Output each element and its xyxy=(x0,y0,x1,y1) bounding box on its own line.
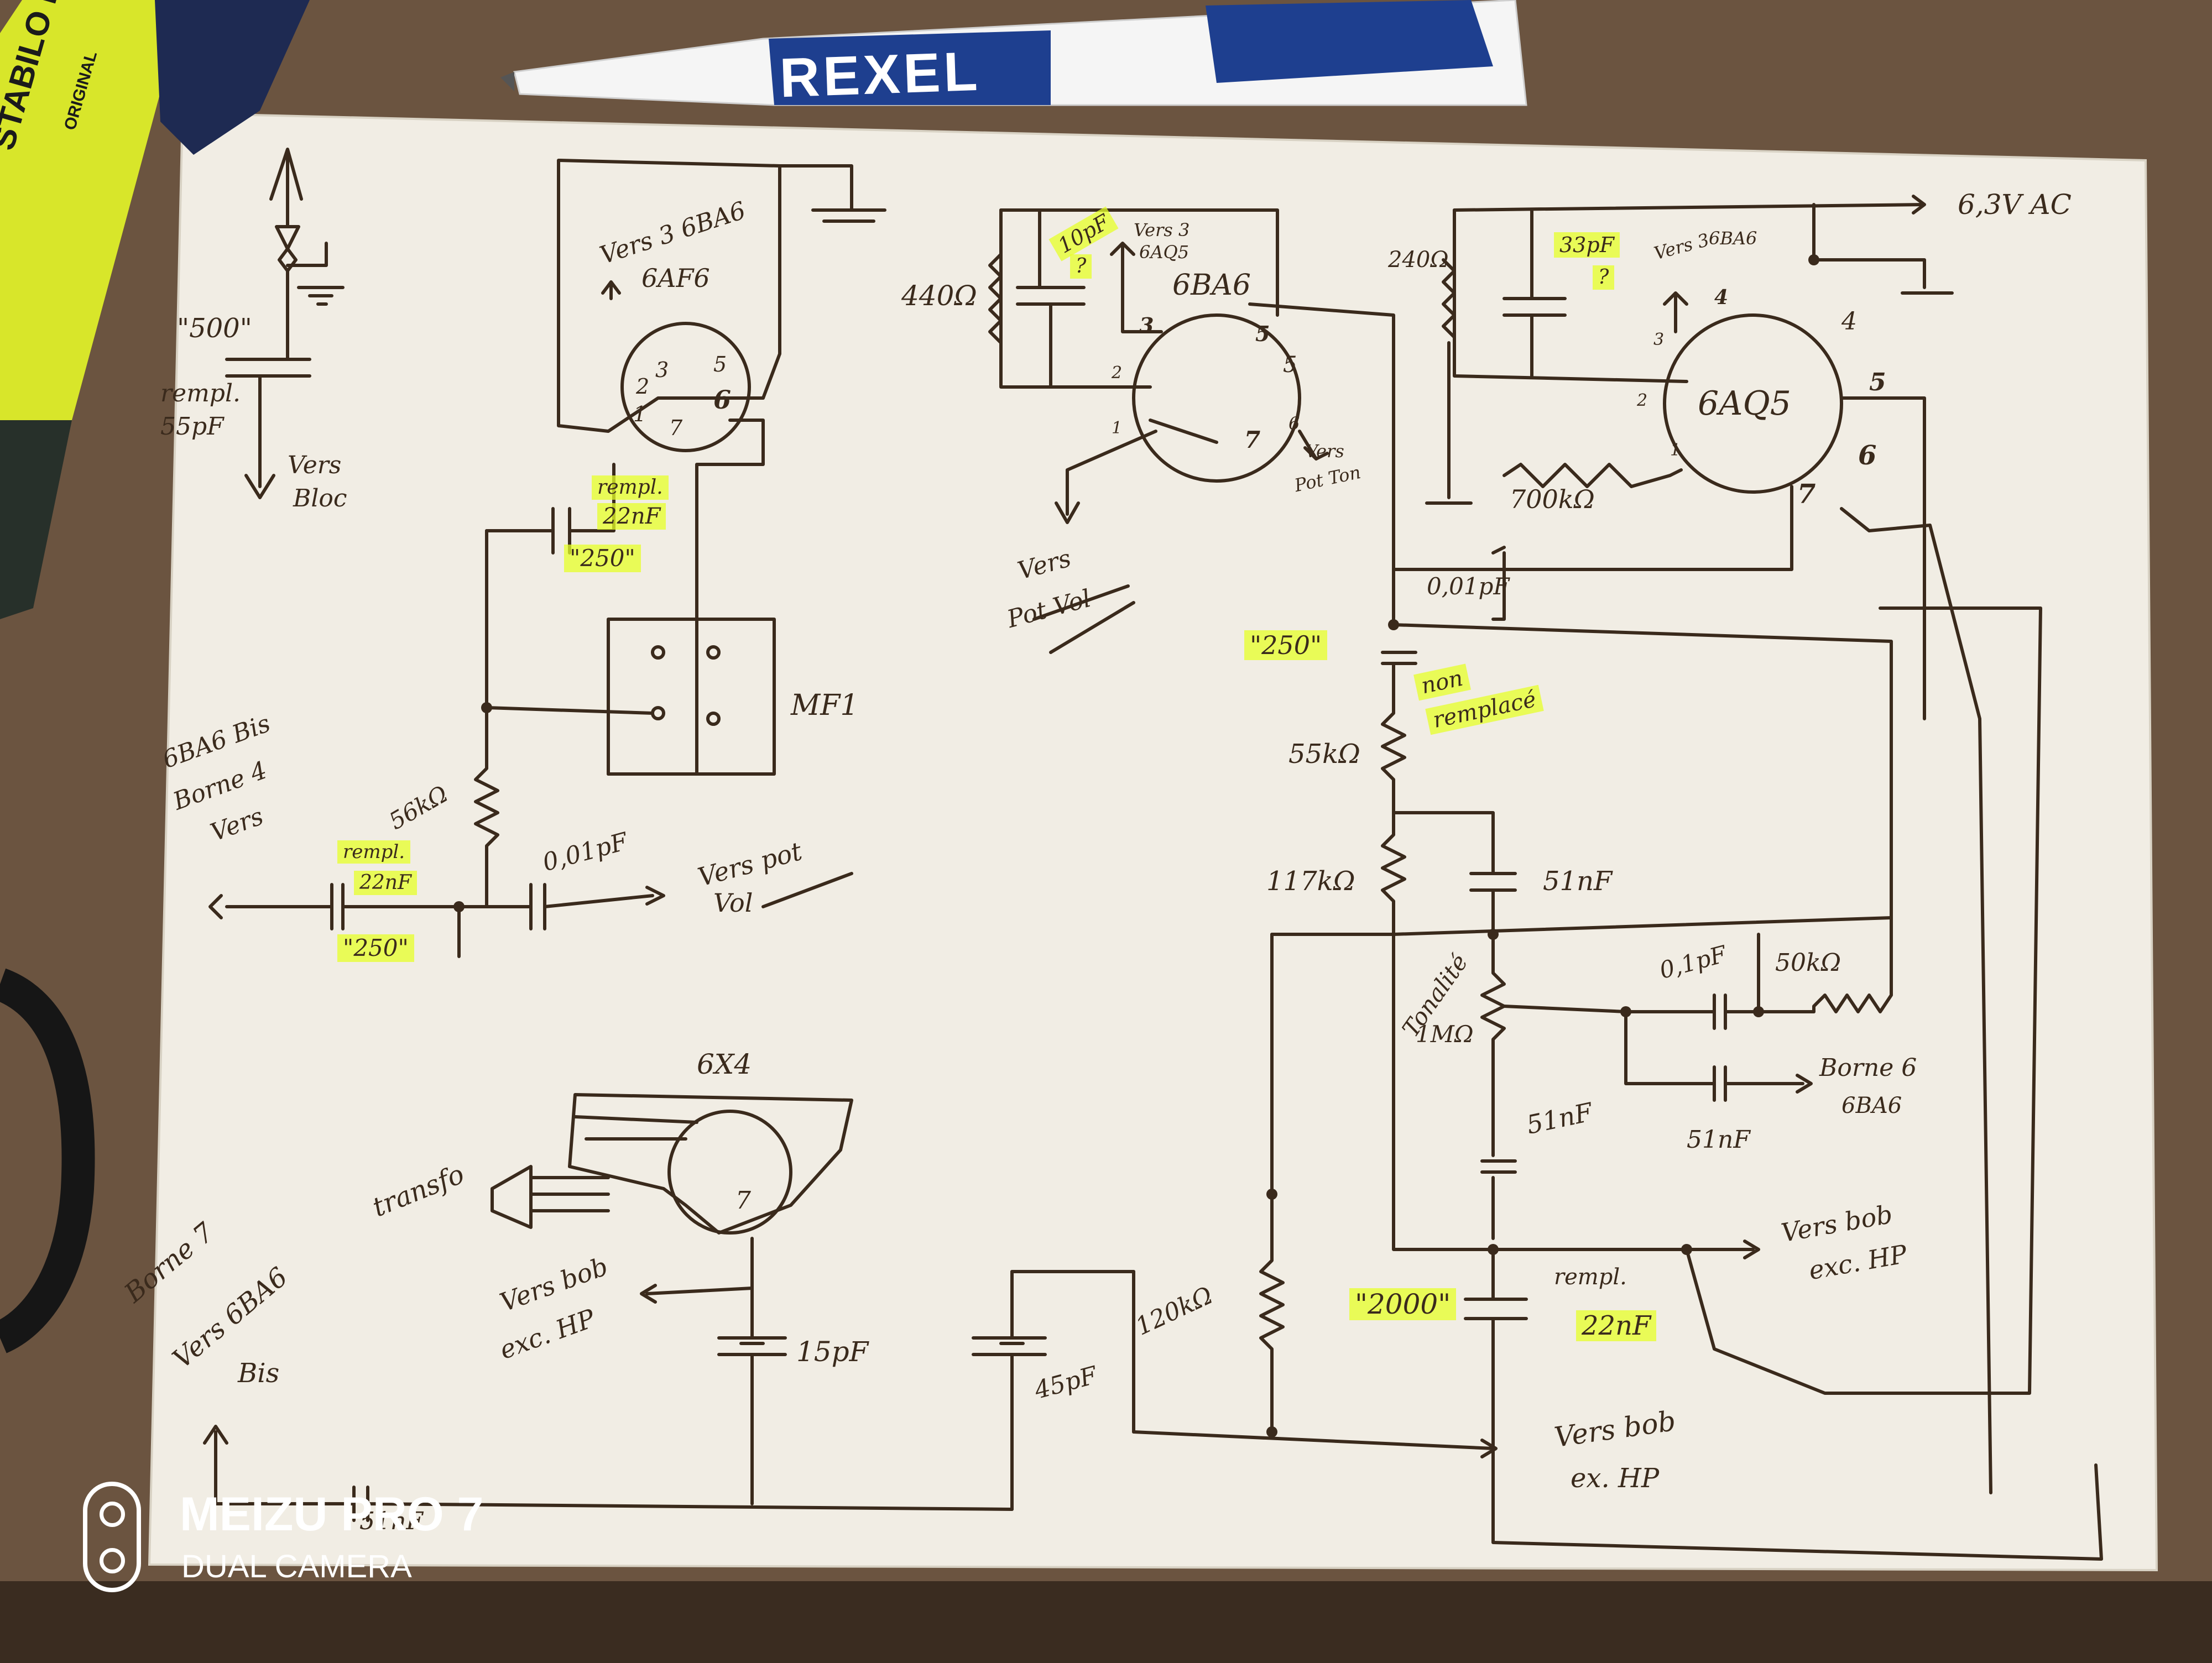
watermark-camera: DUAL CAMERA xyxy=(181,1549,412,1584)
label-borne6-2: 6BA6 xyxy=(1841,1093,1902,1118)
label-cap2-rempl: rempl. xyxy=(337,840,411,864)
label-c51a: 51nF xyxy=(1543,866,1613,897)
label-ant-bloc: Bloc xyxy=(293,484,347,513)
label-c2000: "2000" xyxy=(1349,1288,1457,1320)
schematic xyxy=(203,148,2103,1561)
junction-dots xyxy=(453,254,1819,1437)
label-c22-rempl: rempl. xyxy=(1554,1264,1627,1290)
label-t2-pin3: 3 xyxy=(1139,313,1154,338)
label-t2-pin1: 1 xyxy=(1112,419,1123,438)
label-cap1-rempl: rempl. xyxy=(592,475,669,500)
watermark-logo xyxy=(83,1482,141,1592)
label-r117k: 117kΩ xyxy=(1266,866,1355,897)
label-r50k: 50kΩ xyxy=(1775,949,1841,977)
mf1-transformer xyxy=(485,463,776,776)
label-pin-7: 7 xyxy=(669,416,683,440)
bottom-bus xyxy=(203,1425,1014,1522)
label-t2-pin8: 5 xyxy=(1255,321,1270,346)
rectifier-6x4-drawing xyxy=(491,1093,853,1505)
label-t3-p1: 1 xyxy=(1670,441,1681,460)
label-v63: 6,3V AC xyxy=(1958,189,2072,221)
pen-brand: REXEL xyxy=(779,40,982,109)
cable xyxy=(0,968,95,1353)
tube-6ba6-drawing xyxy=(988,208,1395,654)
label-r440: 440Ω xyxy=(901,280,977,312)
desk-shadow xyxy=(0,1581,2212,1663)
label-pot-vol-2: Vol xyxy=(713,888,753,918)
label-pin-2: 2 xyxy=(636,374,650,399)
label-t2-pin2: 2 xyxy=(1112,363,1123,383)
power-filter xyxy=(972,1193,1285,1511)
label-rect-7: 7 xyxy=(735,1186,751,1215)
label-t3-p4: 4 xyxy=(1714,286,1729,309)
tube-6aq5-drawing xyxy=(1392,195,1992,1494)
label-b7-3: Bis xyxy=(238,1358,280,1389)
label-borne6-1: Borne 6 xyxy=(1819,1054,1917,1082)
label-t3-p6: 6 xyxy=(1858,440,1877,471)
label-cap1-val: 22nF xyxy=(597,503,666,530)
label-pot-ton-1: Vers xyxy=(1305,441,1344,462)
label-t3-q: ? xyxy=(1593,265,1615,290)
label-t2-vers: Vers 3 xyxy=(1134,219,1190,240)
label-ant-55pf: 55pF xyxy=(160,412,224,441)
label-t3-p7: 7 xyxy=(1797,479,1816,510)
label-pin-6: 6 xyxy=(713,385,732,415)
label-t3-p2: 2 xyxy=(1637,391,1648,410)
label-t2-pin5: 5 xyxy=(1283,352,1297,378)
label-c15pf: 15pF xyxy=(796,1336,869,1368)
label-t3-vers2: 6BA6 xyxy=(1709,228,1757,249)
label-r55k: 55kΩ xyxy=(1288,739,1360,770)
label-t2-pin6: 6 xyxy=(1288,413,1300,434)
label-cap1-old: "250" xyxy=(564,545,641,572)
lens-icon xyxy=(100,1548,125,1573)
pen xyxy=(500,0,1527,106)
label-r700k: 700kΩ xyxy=(1510,484,1595,514)
label-pin-1: 1 xyxy=(633,402,647,426)
left-rc-network xyxy=(208,706,853,958)
label-t2-vers2: 6AQ5 xyxy=(1139,242,1190,263)
label-t3-name: 6AQ5 xyxy=(1698,384,1791,423)
label-t3-33pf: 33pF xyxy=(1554,232,1620,258)
label-t2-pin7: 7 xyxy=(1244,426,1261,453)
label-t2-name: 6BA6 xyxy=(1172,269,1251,302)
label-t3-p3: 3 xyxy=(1653,330,1665,349)
label-cap2-old: "250" xyxy=(337,934,414,962)
label-t3-4: 4 xyxy=(1841,307,1857,336)
label-ant-rempl: rempl. xyxy=(160,379,241,407)
antenna-symbol xyxy=(225,148,345,499)
label-c51c: 51nF xyxy=(1687,1126,1750,1154)
label-t2-q: ? xyxy=(1070,254,1092,279)
label-pin-5: 5 xyxy=(713,352,727,376)
label-pin-3: 3 xyxy=(655,358,669,382)
label-t3-p5: 5 xyxy=(1869,368,1886,396)
label-c22-val: 22nF xyxy=(1576,1310,1657,1341)
highlighter xyxy=(0,0,310,619)
label-hp2-2: ex. HP xyxy=(1571,1463,1660,1494)
lens-icon xyxy=(100,1502,125,1527)
label-mf1: MF1 xyxy=(791,689,859,722)
tube-6af6-drawing xyxy=(557,159,886,776)
label-r1m: 1MΩ xyxy=(1416,1021,1474,1048)
label-c001b: 0,01pF xyxy=(1427,573,1510,600)
watermark-model: MEIZU PRO 7 xyxy=(180,1488,484,1541)
label-t1-name: 6AF6 xyxy=(641,263,710,293)
label-rect-name: 6X4 xyxy=(697,1048,752,1080)
label-r240: 240Ω xyxy=(1388,247,1449,273)
label-ant-vers: Vers xyxy=(288,451,342,479)
label-ant-500: "500" xyxy=(177,313,252,344)
tone-network xyxy=(1132,551,2103,1561)
label-c51d: 51nF xyxy=(359,1507,423,1535)
label-c250b: "250" xyxy=(1244,630,1328,660)
label-cap2-val: 22nF xyxy=(354,871,417,895)
